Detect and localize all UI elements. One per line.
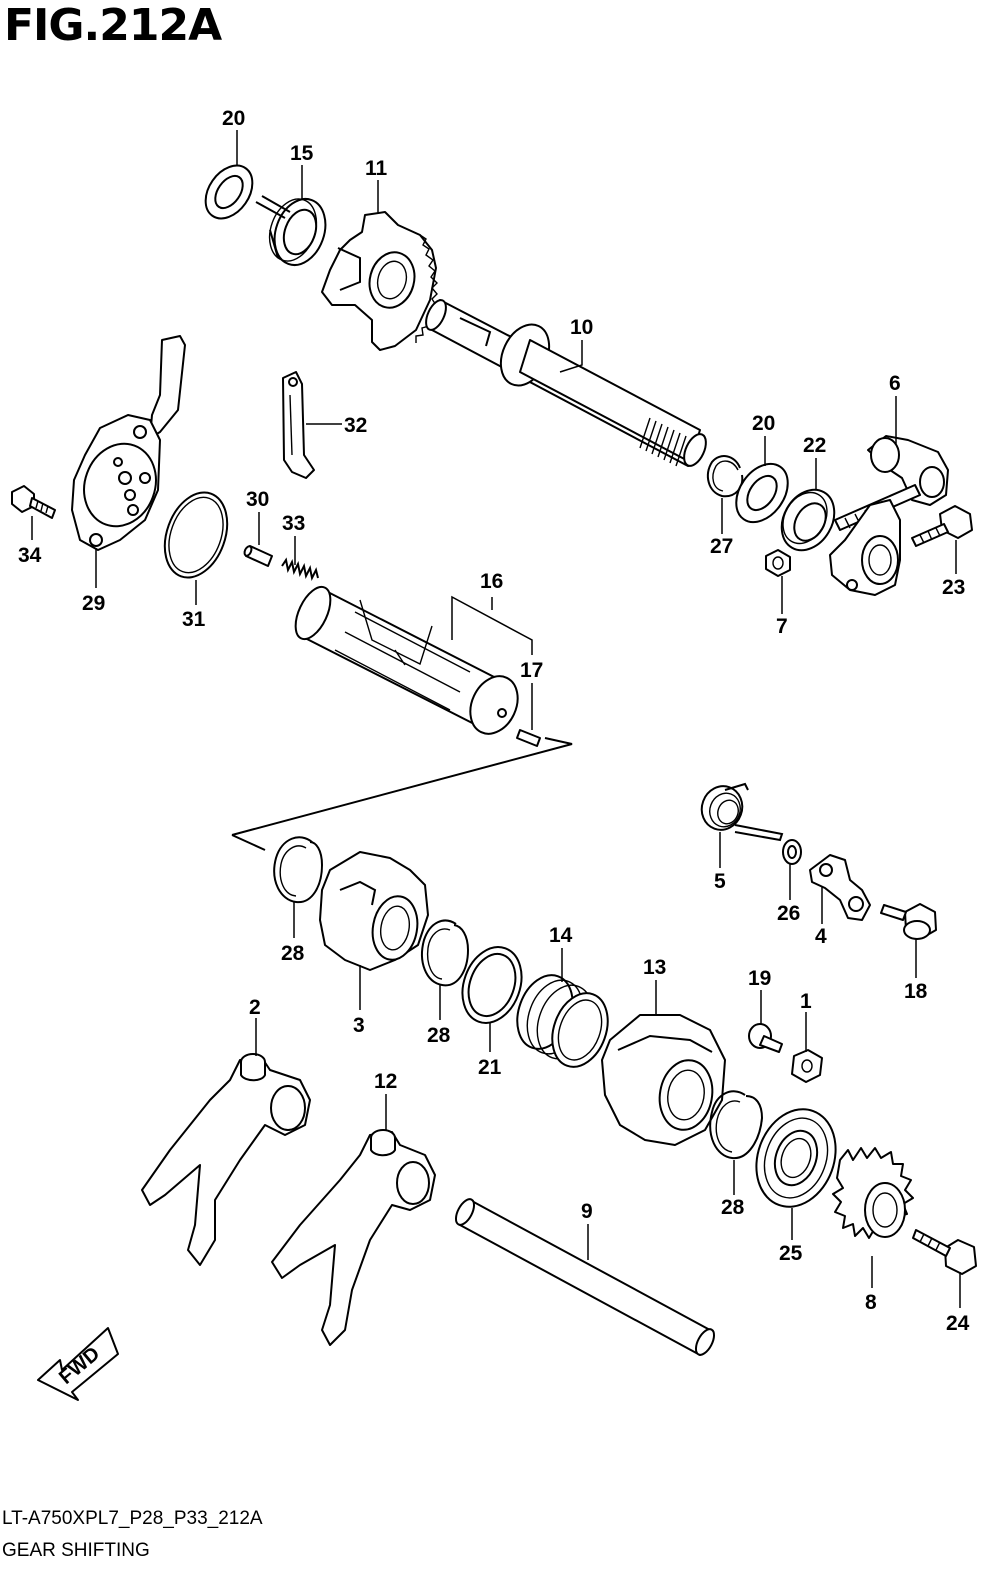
part-gearshift-cam-drum-16 <box>294 585 519 735</box>
figure-code: LT-A750XPL7_P28_P33_212A <box>2 1508 263 1529</box>
callout-28-b: 28 <box>427 1024 451 1047</box>
callout-3: 3 <box>353 1014 365 1037</box>
part-washer-20-right <box>735 462 789 524</box>
callout-12: 12 <box>374 1070 397 1093</box>
callout-25: 25 <box>779 1242 803 1265</box>
part-oil-seal-22 <box>780 488 836 552</box>
callout-7: 7 <box>776 615 788 638</box>
leader-lines <box>31 130 961 1308</box>
callout-11: 11 <box>365 157 388 180</box>
part-washer-26 <box>782 839 802 865</box>
callout-26: 26 <box>777 902 800 925</box>
callout-28-a: 28 <box>281 942 305 965</box>
callout-2: 2 <box>249 996 261 1019</box>
part-fork-shaft-9 <box>454 1198 716 1356</box>
callout-27: 27 <box>710 535 733 558</box>
part-nut-7 <box>765 549 791 577</box>
part-shift-fork-2 <box>141 1053 311 1266</box>
callout-33: 33 <box>282 512 305 535</box>
part-o-ring-31 <box>163 491 229 579</box>
callout-34: 34 <box>18 544 42 567</box>
part-washer-20-top <box>204 164 254 220</box>
part-spring-33 <box>281 557 319 582</box>
callout-21: 21 <box>478 1056 502 1079</box>
callout-9: 9 <box>581 1200 593 1223</box>
callout-23: 23 <box>942 576 965 599</box>
part-gear-8 <box>832 1147 914 1239</box>
part-circlip-28-a <box>273 836 324 904</box>
callout-10: 10 <box>570 316 593 339</box>
callout-19: 19 <box>748 967 771 990</box>
callout-18: 18 <box>904 980 928 1003</box>
part-bolt-24 <box>912 1229 977 1275</box>
figure-name: GEAR SHIFTING <box>2 1540 150 1561</box>
callout-4: 4 <box>815 925 827 948</box>
part-spring-5 <box>700 782 784 842</box>
callout-22: 22 <box>803 434 826 457</box>
figure-title: FIG.212A <box>4 0 222 51</box>
callout-8: 8 <box>865 1291 877 1314</box>
part-spring-15 <box>255 195 327 266</box>
callout-28-c: 28 <box>721 1196 745 1219</box>
part-shift-fork-12 <box>271 1129 436 1346</box>
part-bearing-25 <box>755 1108 837 1208</box>
part-position-sensor-29 <box>71 335 186 551</box>
callout-31: 31 <box>182 608 206 631</box>
part-nut-1 <box>791 1049 823 1083</box>
callout-13: 13 <box>643 956 666 979</box>
group-separator-line <box>231 737 573 851</box>
part-plate-32 <box>282 371 315 479</box>
callout-labels: 20 15 11 10 6 32 20 22 27 23 7 34 29 31 … <box>18 107 970 1335</box>
callout-1: 1 <box>800 990 812 1013</box>
part-pin-17 <box>516 729 541 747</box>
part-pin-30 <box>243 545 273 567</box>
part-bolt-18 <box>880 903 937 940</box>
callout-20-right: 20 <box>752 412 775 435</box>
callout-15: 15 <box>290 142 314 165</box>
fwd-direction-arrow: FWD <box>37 1327 119 1401</box>
callout-30: 30 <box>246 488 269 511</box>
part-circlip-28-c <box>709 1090 764 1160</box>
part-gearshift-arm-6 <box>829 435 949 596</box>
callout-16: 16 <box>480 570 503 593</box>
part-cam-3 <box>319 851 429 971</box>
part-bolt-23 <box>911 505 973 547</box>
part-gearshift-cam-11 <box>321 211 438 351</box>
callout-17: 17 <box>520 659 543 682</box>
callout-32: 32 <box>344 414 367 437</box>
part-washer-21 <box>461 946 523 1024</box>
part-stopper-4 <box>809 854 871 921</box>
part-circlip-27 <box>706 455 744 498</box>
part-screw-19 <box>748 1023 783 1053</box>
callout-24: 24 <box>946 1312 970 1335</box>
part-bolt-34 <box>11 485 56 519</box>
callout-14: 14 <box>549 924 573 947</box>
part-spring-14 <box>516 974 609 1068</box>
callout-6: 6 <box>889 372 901 395</box>
part-circlip-28-b <box>421 919 470 987</box>
callout-20-top: 20 <box>222 107 245 130</box>
part-cam-13 <box>601 1014 726 1146</box>
callout-5: 5 <box>714 870 726 893</box>
part-gearshift-shaft-10 <box>425 299 707 467</box>
callout-29: 29 <box>82 592 105 615</box>
